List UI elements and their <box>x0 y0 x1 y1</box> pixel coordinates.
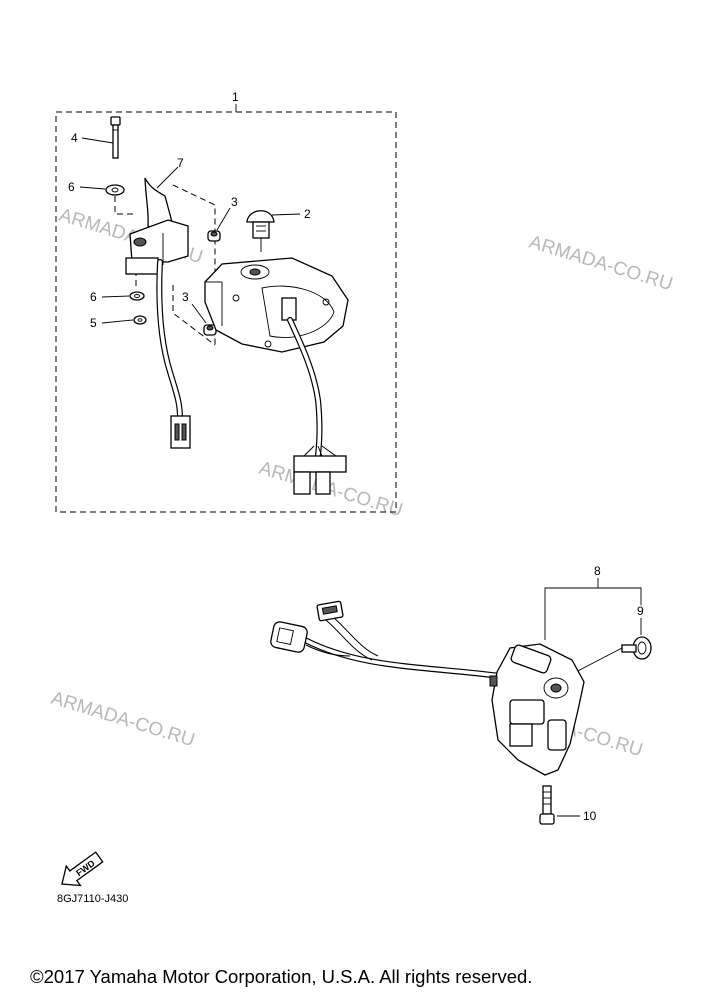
connector-left <box>170 415 191 449</box>
leader-5 <box>101 319 134 324</box>
button-part-2 <box>246 210 275 252</box>
callout-1: 1 <box>232 90 239 104</box>
callout-2: 2 <box>304 207 311 221</box>
connector-right <box>293 445 347 495</box>
diagram-code: 8GJ7110-J430 <box>57 893 129 905</box>
callout-8: 8 <box>594 564 601 578</box>
leader-3-upper <box>216 207 231 231</box>
callout-3-upper: 3 <box>231 195 238 209</box>
washer-part-6-upper <box>105 184 125 196</box>
washer-part-6-lower <box>129 291 145 301</box>
callout-6-upper: 6 <box>68 180 75 194</box>
switch-housing <box>204 257 349 353</box>
leader-4 <box>81 137 114 144</box>
screw-part-9 <box>621 636 652 660</box>
callout-9: 9 <box>637 604 644 618</box>
grommet-part-3-upper <box>207 230 221 242</box>
screw-part-10 <box>539 785 555 825</box>
bolt-part-4 <box>110 116 121 159</box>
leader-3-lower <box>191 303 207 324</box>
bracket-8 <box>544 587 642 640</box>
leader-2 <box>271 213 301 216</box>
leader-6-upper <box>79 186 106 190</box>
callout-10: 10 <box>583 809 597 823</box>
callout-4: 4 <box>71 131 78 145</box>
watermark-4: ARMADA-CO.RU <box>49 688 197 752</box>
lever-part-7 <box>125 177 189 275</box>
callout-6-lower: 6 <box>90 290 97 304</box>
leader-6-lower <box>101 295 130 298</box>
callout-3-lower: 3 <box>182 290 189 304</box>
nut-part-5 <box>133 315 147 325</box>
connector-plug-a <box>316 600 344 622</box>
copyright-notice: ©2017 Yamaha Motor Corporation, U.S.A. A… <box>30 966 533 987</box>
callout-5: 5 <box>90 316 97 330</box>
switch-housing-right <box>489 643 585 776</box>
connector-plug-b <box>270 621 308 653</box>
assembly-boundary <box>55 111 397 513</box>
grommet-part-3-lower <box>203 324 217 336</box>
leader-7 <box>156 166 179 189</box>
callout-7: 7 <box>177 156 184 170</box>
watermark-2: ARMADA-CO.RU <box>527 232 675 296</box>
fwd-direction-arrow: FWD <box>61 851 104 887</box>
